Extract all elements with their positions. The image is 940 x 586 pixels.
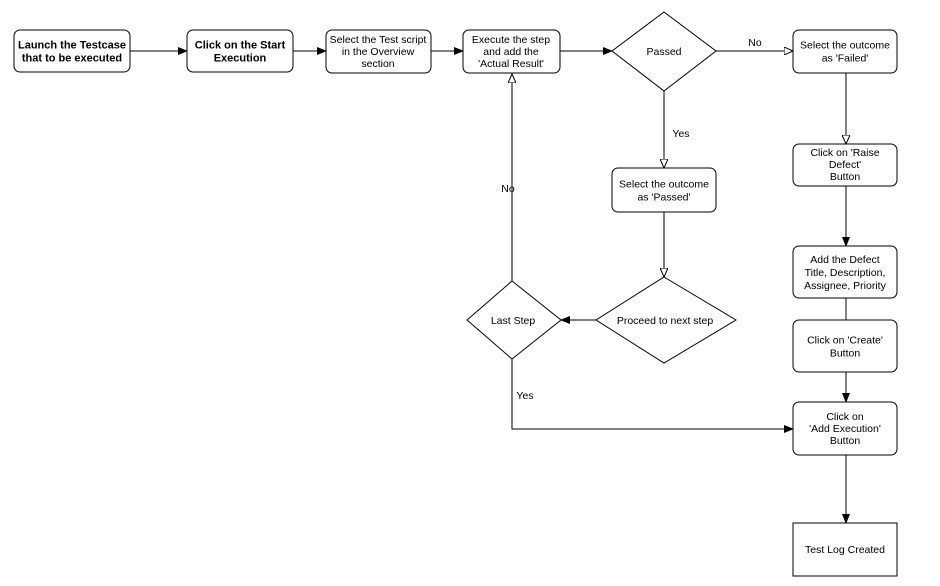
- add-defect-label-line-1: Add the Defect: [810, 254, 880, 266]
- add-execution-label-line-1: Click on: [826, 411, 864, 423]
- add-execution-label-line-3: Button: [830, 435, 861, 447]
- test-log-label: Test Log Created: [805, 544, 885, 556]
- test-log-label-line-1: Test Log Created: [805, 544, 885, 556]
- execute-step-label-line-1: Execute the step: [472, 34, 550, 46]
- select-passed-label-line-1: Select the outcome: [619, 179, 709, 191]
- node-test-log-created: Test Log Created: [792, 522, 898, 577]
- raise-defect-label-line-2: Defect': [829, 159, 861, 171]
- edge-last-step-yes-to-add-execution: [511, 359, 794, 433]
- node-passed-decision: Passed: [611, 11, 717, 92]
- select-failed-label-line-2: as 'Failed': [822, 53, 869, 65]
- execute-step-label-line-2: and add the: [483, 46, 539, 58]
- create-btn-label-line-1: Click on 'Create': [807, 335, 883, 347]
- select-script-label-line-3: section: [361, 58, 394, 70]
- node-proceed-next-step: Proceed to next step: [595, 276, 737, 364]
- add-defect-label-line-2: Title, Description,: [805, 267, 886, 279]
- add-defect-label-line-3: Assignee, Priority: [804, 280, 886, 292]
- create-btn-label-line-2: Button: [830, 348, 861, 360]
- raise-defect-label-line-3: Button: [830, 171, 861, 183]
- edge-label-last-no: No: [501, 183, 515, 195]
- proceed-next-label-line-1: Proceed to next step: [617, 315, 713, 327]
- edges: [130, 47, 850, 524]
- passed-decision-label-line-1: Passed: [646, 46, 681, 58]
- last-step-label: Last Step: [491, 315, 536, 327]
- passed-decision-label: Passed: [646, 46, 681, 58]
- select-script-label-line-1: Select the Test script: [330, 34, 427, 46]
- node-click-create: Click on 'Create'Button: [792, 319, 898, 373]
- select-failed-label-line-1: Select the outcome: [800, 40, 890, 52]
- add-execution-label-line-2: 'Add Execution': [809, 423, 881, 435]
- launch-label-line-2: that to be executed: [22, 53, 122, 65]
- execute-step-label-line-3: 'Actual Result': [478, 58, 544, 70]
- last-step-label-line-1: Last Step: [491, 315, 536, 327]
- proceed-next-label: Proceed to next step: [617, 315, 713, 327]
- add-execution-label: Click on'Add Execution'Button: [809, 411, 881, 447]
- edge-label-last-yes: Yes: [516, 390, 533, 402]
- edge-label-passed-yes: Yes: [672, 128, 689, 140]
- node-last-step-decision: Last Step: [466, 280, 562, 360]
- select-script-label-line-2: in the Overview: [342, 46, 415, 58]
- select-passed-label-line-2: as 'Passed': [637, 192, 690, 204]
- start-exec-label-line-2: Execution: [214, 53, 267, 65]
- launch-label-line-1: Launch the Testcase: [18, 40, 126, 52]
- create-btn-label: Click on 'Create'Button: [807, 335, 883, 360]
- node-add-execution: Click on'Add Execution'Button: [792, 401, 898, 456]
- raise-defect-label-line-1: Click on 'Raise: [810, 147, 879, 159]
- edge-label-passed-no: No: [748, 37, 762, 49]
- start-exec-label-line-1: Click on the Start: [195, 40, 286, 52]
